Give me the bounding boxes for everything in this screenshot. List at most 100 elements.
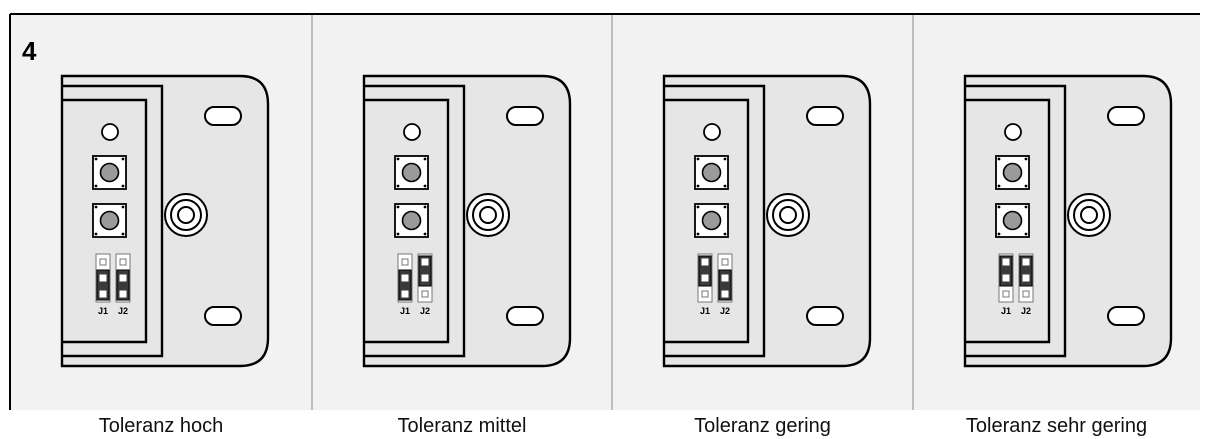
jumper-pin xyxy=(1022,274,1030,282)
push-button-2 xyxy=(694,203,729,238)
led-indicator xyxy=(703,123,721,141)
jumper-pin xyxy=(119,258,127,266)
housing-inner-line xyxy=(965,98,1051,344)
jumper-pin xyxy=(401,290,409,298)
button-corner-dot xyxy=(423,157,427,161)
jumper-pin xyxy=(1002,258,1010,266)
button-corner-dot xyxy=(396,184,400,188)
jumper-j1: J1 xyxy=(95,253,111,316)
mounting-slot-bottom xyxy=(806,306,844,326)
button-corner-dot xyxy=(94,205,98,209)
button-cap xyxy=(99,162,120,183)
button-cap xyxy=(401,162,422,183)
button-cap xyxy=(401,210,422,231)
jumper-pin xyxy=(1002,290,1010,298)
housing-inner-line xyxy=(364,98,450,344)
jumper-pin xyxy=(1002,274,1010,282)
mounting-slot-top xyxy=(1107,106,1145,126)
push-button-1 xyxy=(995,155,1030,190)
button-corner-dot xyxy=(1024,184,1028,188)
jumper-pin xyxy=(401,258,409,266)
jumper-pin xyxy=(421,290,429,298)
button-corner-dot xyxy=(121,205,125,209)
mounting-slot-bottom xyxy=(1107,306,1145,326)
jumper-j1: J1 xyxy=(697,253,713,316)
panel-caption: Toleranz gering xyxy=(694,415,831,437)
push-button-1 xyxy=(694,155,729,190)
jumper-label-j2: J2 xyxy=(420,306,430,316)
button-corner-dot xyxy=(1024,232,1028,236)
jumper-pin xyxy=(701,274,709,282)
jumper-pin xyxy=(701,258,709,266)
push-button-1 xyxy=(92,155,127,190)
step-number: 4 xyxy=(22,36,37,66)
button-cap xyxy=(99,210,120,231)
housing-outer-line xyxy=(62,84,164,358)
jumper-pin xyxy=(99,274,107,282)
dividers-layer xyxy=(9,13,1200,410)
button-corner-dot xyxy=(696,184,700,188)
jumper-label-j2: J2 xyxy=(1021,306,1031,316)
jumper-pin xyxy=(721,290,729,298)
jumper-pin xyxy=(99,258,107,266)
jumper-j2: J2 xyxy=(1018,253,1034,316)
panel-caption: Toleranz hoch xyxy=(99,415,224,437)
mounting-slot-bottom xyxy=(506,306,544,326)
sensor-ring-inner xyxy=(479,206,497,224)
push-button-2 xyxy=(995,203,1030,238)
jumper-pin xyxy=(99,290,107,298)
button-corner-dot xyxy=(94,232,98,236)
jumper-pin xyxy=(401,274,409,282)
mounting-slot-top xyxy=(506,106,544,126)
button-corner-dot xyxy=(396,205,400,209)
button-corner-dot xyxy=(1024,157,1028,161)
push-button-1 xyxy=(394,155,429,190)
button-corner-dot xyxy=(423,205,427,209)
mounting-slot-top xyxy=(806,106,844,126)
jumper-pin xyxy=(1022,258,1030,266)
button-corner-dot xyxy=(423,184,427,188)
sensor-ring-inner xyxy=(1080,206,1098,224)
jumper-label-j1: J1 xyxy=(400,306,410,316)
housing-outer-line xyxy=(664,84,766,358)
jumper-j2: J2 xyxy=(717,253,733,316)
jumper-pin xyxy=(119,290,127,298)
button-corner-dot xyxy=(723,232,727,236)
button-corner-dot xyxy=(94,184,98,188)
button-corner-dot xyxy=(396,157,400,161)
sensor-ring-inner xyxy=(779,206,797,224)
button-corner-dot xyxy=(121,232,125,236)
button-corner-dot xyxy=(723,205,727,209)
housing-inner-line xyxy=(664,98,750,344)
button-corner-dot xyxy=(121,157,125,161)
push-button-2 xyxy=(92,203,127,238)
mounting-slot-top xyxy=(204,106,242,126)
jumper-pin xyxy=(421,274,429,282)
jumper-label-j1: J1 xyxy=(1001,306,1011,316)
button-corner-dot xyxy=(997,205,1001,209)
button-corner-dot xyxy=(997,232,1001,236)
sensor-ring-inner xyxy=(177,206,195,224)
jumper-pin xyxy=(1022,290,1030,298)
jumper-label-j1: J1 xyxy=(98,306,108,316)
jumper-label-j2: J2 xyxy=(118,306,128,316)
button-corner-dot xyxy=(396,232,400,236)
button-corner-dot xyxy=(696,157,700,161)
button-corner-dot xyxy=(423,232,427,236)
button-corner-dot xyxy=(997,157,1001,161)
jumper-j1: J1 xyxy=(998,253,1014,316)
jumper-j2: J2 xyxy=(417,253,433,316)
jumper-label-j1: J1 xyxy=(700,306,710,316)
led-indicator xyxy=(101,123,119,141)
housing-outer-line xyxy=(364,84,466,358)
housing-inner-line xyxy=(62,98,148,344)
button-cap xyxy=(1002,162,1023,183)
button-corner-dot xyxy=(696,232,700,236)
housing-outer-line xyxy=(965,84,1067,358)
